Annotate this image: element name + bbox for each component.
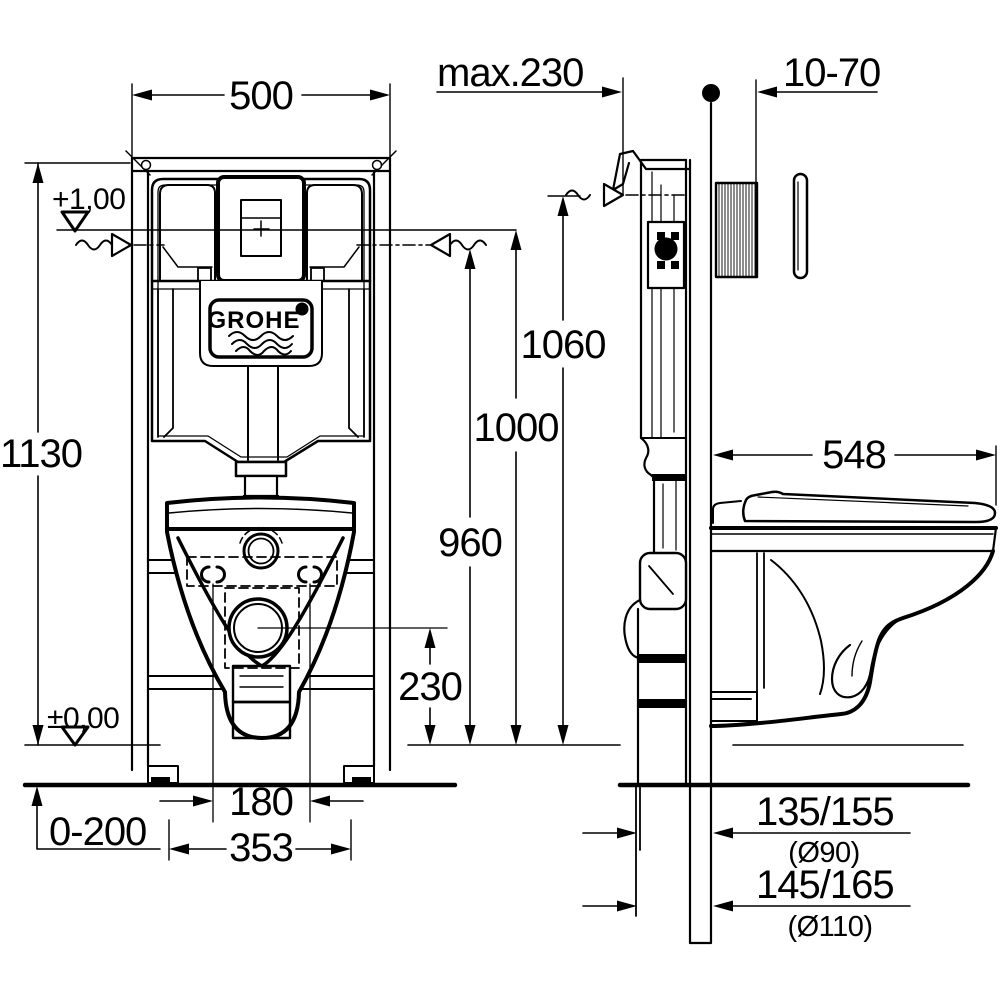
datum-triangle-icon [60,725,90,747]
connection-wave-icon [565,189,591,201]
annotation-symbols-side [547,84,720,208]
grohe-logo: GROHE [207,298,314,359]
dimension-1060: 1060 [521,196,606,745]
dim-label-dia110: (Ø110) [787,911,872,943]
pipe-clamp [637,654,687,663]
dim-label-0-200: 0-200 [49,810,146,854]
mounting-plate-hidden-outline [186,556,338,587]
fixing-bolt-icon [297,565,323,584]
dimension-960: 960 [438,249,503,745]
dimension-max230: max.230 [436,51,624,195]
dim-label-1130: 1130 [0,432,82,476]
level-label-plus100: +1,00 [52,183,125,216]
frame-screw-hole-icon [140,159,152,171]
connection-wave-icon [75,239,113,251]
dim-label-135-155: 135/155 [756,790,894,834]
frame-bolt-icon [654,237,678,261]
drain-sleeve [710,691,758,722]
dim-label-548: 548 [822,433,886,477]
grohe-logo-text: GROHE [207,307,300,334]
dimension-1130: 1130 [0,162,131,746]
dimension-548: 548 [713,433,997,506]
dim-label-353: 353 [229,826,293,870]
connection-wave-icon [449,239,487,251]
dimension-145-165: 145/165 (Ø110) [582,863,911,943]
logo-wave-icon [231,339,293,349]
drain-pipe-below-floor [635,784,641,917]
datum-triangle-icon [60,210,90,233]
side-view-drawing: max.230 10-70 548 135/155 (Ø90) [436,51,998,945]
logo-dot-icon [295,302,309,316]
wall-reference-dot-icon [702,84,720,102]
dim-label-1060: 1060 [521,323,606,367]
dim-label-180: 180 [229,780,293,824]
dimension-230: 230 [257,627,463,745]
fixing-bolt-icon [200,565,226,584]
dimension-180: 180 [159,780,364,824]
front-view-drawing: GROHE [0,74,621,870]
connection-arrow-icon [602,182,625,208]
dim-label-dia90: (Ø90) [788,837,860,869]
dim-label-960: 960 [438,521,502,565]
toilet-bowl-front [165,495,356,823]
dimension-135-155: 135/155 (Ø90) [582,790,911,869]
flush-actuator-hatch [714,181,759,279]
dimension-0-200: 0-200 [31,786,161,854]
wall-lines [688,101,713,945]
pipe-clamp [637,699,687,708]
connection-arrow-icon [110,232,133,258]
logo-wave-icon [235,346,292,356]
toilet-bowl-side [709,490,998,728]
dimension-1000: 1000 [474,230,559,745]
flush-plate-side [792,172,809,280]
logo-wave-icon [228,331,294,341]
dim-label-500: 500 [229,74,293,118]
dim-label-10-70: 10-70 [783,51,880,95]
dimension-10-70: 10-70 [755,51,881,278]
dim-label-145-165: 145/165 [756,863,894,907]
frame-screw-hole-icon [371,159,383,171]
dim-label-max230: max.230 [437,51,583,95]
dim-label-1000: 1000 [474,406,559,450]
dimension-353: 353 [168,819,352,870]
dimension-500: 500 [131,74,391,157]
level-label-zero: ±0,00 [47,702,119,735]
annotation-symbols-front [22,210,517,788]
dim-label-230: 230 [398,665,462,709]
frame-profile-side [611,149,758,917]
